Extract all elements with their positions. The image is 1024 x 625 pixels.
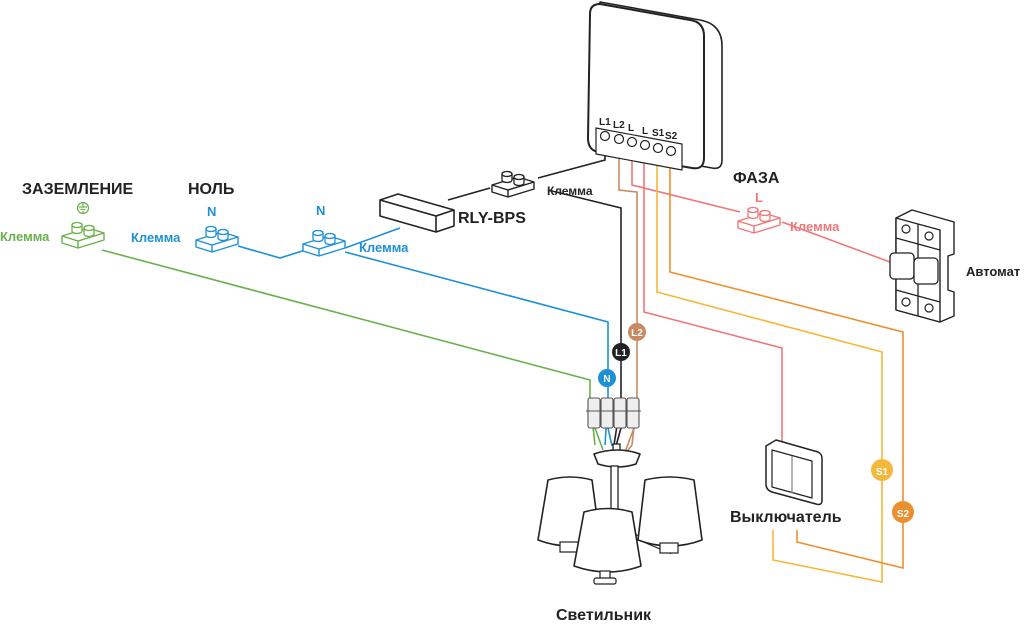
- s2-wire: [669, 143, 904, 570]
- badge-s1: S1: [871, 459, 893, 481]
- neutral-wire-3: [344, 251, 609, 446]
- relay-terminal: [491, 170, 535, 198]
- badge-n: N: [598, 369, 616, 387]
- neutral-terminal-2: [302, 229, 346, 257]
- neutral-title: НОЛЬ: [188, 181, 234, 198]
- circuit-breaker: [889, 209, 955, 323]
- badge-s2: S2: [892, 501, 914, 523]
- phase-symbol: L: [755, 190, 763, 205]
- lamp-wire-l2: [624, 427, 635, 453]
- relay-terminal-s1: S1: [652, 128, 665, 139]
- relay-terminal-l2: L2: [613, 120, 625, 131]
- neutral-wire-1: [237, 245, 313, 259]
- badge-l2-text: L2: [631, 328, 643, 339]
- ground-title: ЗАЗЕМЛЕНИЕ: [22, 181, 134, 198]
- badge-n-text: N: [603, 374, 610, 385]
- relay-terminal-l1: L1: [599, 117, 611, 128]
- lamp-wire-l1: [615, 427, 622, 447]
- switch-label: Выключатель: [730, 509, 842, 526]
- phase-terminal-label: Клемма: [790, 219, 840, 234]
- relay-terminal-l-b: L: [642, 126, 648, 137]
- wall-switch: [765, 439, 823, 506]
- neutral-terminal-label-2: Клемма: [359, 240, 409, 255]
- ground-symbol-icon: [76, 201, 90, 215]
- badge-l2: L2: [628, 323, 646, 341]
- phase-switch-wire: [643, 143, 783, 442]
- badge-l1-text: L1: [615, 348, 627, 359]
- relay-terminal-label: Клемма: [547, 184, 593, 198]
- phase-wire-2: [781, 221, 891, 263]
- bypass-module: [379, 193, 455, 233]
- relay-terminal-l-a: L: [628, 123, 634, 134]
- neutral-terminal-label-1: Клемма: [131, 230, 181, 245]
- relay-module: L1 L2 L L S1 S2: [587, 1, 723, 171]
- phase-terminal: [737, 206, 781, 234]
- breaker-label: Автомат: [966, 264, 1020, 279]
- badge-s1-text: S1: [876, 467, 889, 478]
- lamp-wire-ground: [594, 427, 604, 451]
- relay-to-bypass-wire: [447, 187, 491, 201]
- neutral-wire-2: [344, 227, 401, 249]
- ground-terminal: [61, 221, 105, 249]
- l2-wire: [618, 143, 638, 459]
- chandelier: [537, 443, 703, 585]
- neutral-symbol-2: N: [316, 203, 325, 218]
- lamp-label: Светильник: [556, 607, 652, 624]
- neutral-symbol-1: N: [207, 204, 216, 219]
- wire-connectors: [586, 397, 641, 429]
- badge-s2-text: S2: [897, 509, 910, 520]
- lamp-wire-neutral: [607, 427, 613, 447]
- ground-terminal-label: Клемма: [0, 229, 50, 244]
- relay-terminal-labels: L1 L2 L L S1 S2: [599, 117, 678, 142]
- badge-l1: L1: [612, 343, 630, 361]
- relay-terminal-s2: S2: [665, 131, 678, 142]
- relay-screws: [599, 130, 677, 157]
- ground-wire: [101, 249, 596, 446]
- phase-title: ФАЗА: [733, 170, 780, 187]
- neutral-terminal-1: [195, 225, 239, 253]
- bypass-label: RLY-BPS: [458, 210, 526, 227]
